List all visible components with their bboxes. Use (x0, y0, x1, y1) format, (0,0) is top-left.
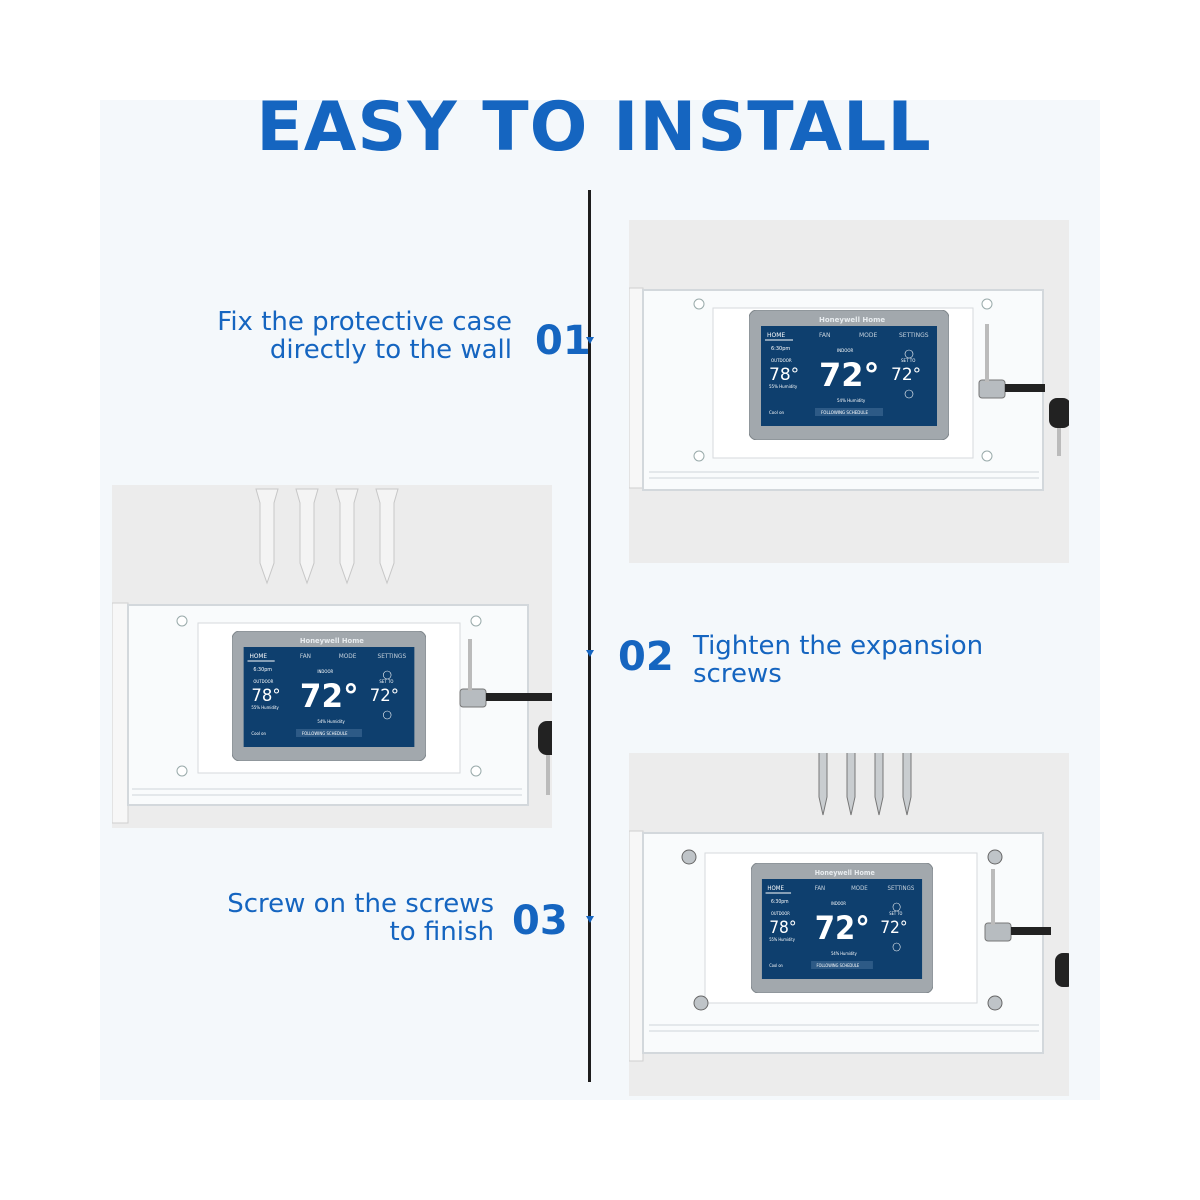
thermostat-outdoor-label: OUTDOOR (771, 358, 792, 363)
thermostat-tab-settings: SETTINGS (378, 654, 407, 660)
thermostat-set-temp: 72° (891, 365, 921, 385)
thermostat-indoor-label: INDOOR (317, 669, 333, 674)
thermostat-schedule: FOLLOWING SCHEDULE (817, 963, 860, 968)
arrow-down-icon (586, 650, 594, 657)
step-3-line1: Screw on the screws (227, 889, 494, 919)
thermostat-tab-mode: MODE (859, 332, 878, 339)
thermostat-set-to-label: SET TO (901, 358, 915, 363)
thermostat-set-temp: 72° (880, 917, 907, 937)
step-3-line2: to finish (389, 917, 494, 947)
thermostat-brand: Honeywell Home (819, 316, 885, 324)
center-divider (588, 190, 591, 1082)
thermostat-tab-fan: FAN (815, 886, 825, 892)
thermostat-outdoor-temp: 78° (769, 365, 799, 385)
thermostat-tab-fan: FAN (300, 654, 311, 660)
thermostat-outdoor-humidity: 55% Humidity (769, 937, 795, 942)
thermostat-set-to-label: SET TO (889, 911, 902, 916)
thermostat-set-to-label: SET TO (379, 679, 393, 684)
thermostat-time: 6:30pm (253, 667, 272, 673)
step-3-photo: Honeywell Home HOME FAN MODE SETTINGS 6:… (629, 753, 1069, 1096)
thermostat-tab-home: HOME (767, 332, 785, 339)
thermostat-1: Honeywell Home HOME FAN MODE SETTINGS 6:… (748, 309, 950, 441)
thermostat-tab-mode: MODE (339, 654, 357, 660)
thermostat-outdoor-label: OUTDOOR (771, 911, 790, 916)
thermostat-cool-status: Cool on (769, 410, 785, 415)
thermostat-indoor-temp: 72° (815, 911, 870, 948)
thermostat-device: Honeywell Home HOME FAN MODE SETTINGS 6:… (231, 630, 427, 762)
thermostat-outdoor-temp: 78° (769, 917, 796, 937)
thermostat-indoor-humidity: 54% Humidity (831, 951, 857, 956)
thermostat-schedule: FOLLOWING SCHEDULE (302, 731, 348, 736)
arrow-down-icon (586, 337, 594, 344)
thermostat-indoor-temp: 72° (819, 356, 880, 394)
thermostat-tab-mode: MODE (851, 886, 868, 892)
step-3-text: Screw on the screws to finish (150, 890, 494, 946)
step-1-text: Fix the protective case directly to the … (160, 308, 512, 364)
thermostat-tab-fan: FAN (819, 332, 831, 339)
thermostat-outdoor-temp: 78° (251, 685, 280, 705)
step-1-number: 01 (535, 318, 591, 364)
thermostat-3: Honeywell Home HOME FAN MODE SETTINGS 6:… (750, 862, 934, 994)
thermostat-time: 6:30pm (771, 899, 789, 905)
step-2-number: 02 (618, 634, 674, 680)
thermostat-indoor-label: INDOOR (831, 901, 846, 906)
step-1-line1: Fix the protective case (217, 307, 512, 337)
thermostat-schedule: FOLLOWING SCHEDULE (821, 410, 869, 415)
thermostat-2: Honeywell Home HOME FAN MODE SETTINGS 6:… (231, 630, 427, 762)
thermostat-outdoor-humidity: 55% Humidity (251, 705, 279, 710)
thermostat-tab-home: HOME (767, 886, 784, 892)
thermostat-indoor-humidity: 54% Humidity (837, 398, 866, 403)
step-2-text: Tighten the expansion screws (693, 632, 1053, 688)
thermostat-device: Honeywell Home HOME FAN MODE SETTINGS 6:… (748, 309, 950, 441)
thermostat-set-temp: 72° (370, 685, 399, 705)
step-2-photo: Honeywell Home HOME FAN MODE SETTINGS 6:… (112, 485, 552, 828)
step-3-number: 03 (512, 898, 568, 944)
thermostat-outdoor-humidity: 55% Humidity (769, 384, 798, 389)
step-2-line2: screws (693, 659, 782, 689)
arrow-down-icon (586, 916, 594, 923)
thermostat-tab-home: HOME (249, 654, 267, 660)
thermostat-brand: Honeywell Home (815, 869, 876, 877)
thermostat-outdoor-label: OUTDOOR (253, 679, 273, 684)
thermostat-tab-settings: SETTINGS (899, 332, 929, 339)
thermostat-indoor-label: INDOOR (837, 348, 854, 353)
page-title: EASY TO INSTALL (256, 88, 932, 167)
thermostat-time: 6:30pm (771, 346, 790, 352)
step-1-line2: directly to the wall (269, 335, 512, 365)
step-2-line1: Tighten the expansion (693, 631, 984, 661)
thermostat-brand: Honeywell Home (300, 637, 364, 645)
thermostat-device: Honeywell Home HOME FAN MODE SETTINGS 6:… (750, 862, 934, 994)
thermostat-cool-status: Cool on (251, 731, 266, 736)
thermostat-cool-status: Cool on (769, 963, 783, 968)
step-1-photo: Honeywell Home HOME FAN MODE SETTINGS 6:… (629, 220, 1069, 563)
thermostat-indoor-temp: 72° (300, 679, 359, 716)
thermostat-indoor-humidity: 54% Humidity (317, 719, 345, 724)
thermostat-tab-settings: SETTINGS (888, 886, 915, 892)
